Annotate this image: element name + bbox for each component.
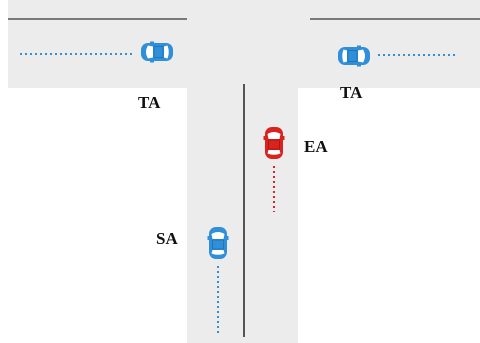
- side-label: SA: [156, 229, 178, 248]
- car-top-view-icon: [140, 41, 174, 63]
- curb-corner-right: [298, 88, 480, 343]
- car-top-view-icon: [337, 45, 371, 67]
- car-top-view-icon: [263, 126, 285, 160]
- target-right-label: TA: [340, 83, 363, 102]
- ego-label: EA: [304, 137, 328, 156]
- car-top-view-icon: [207, 226, 229, 260]
- vertical-road: [187, 0, 298, 343]
- target-left-label: TA: [138, 93, 161, 112]
- curb-corner-left: [8, 88, 187, 343]
